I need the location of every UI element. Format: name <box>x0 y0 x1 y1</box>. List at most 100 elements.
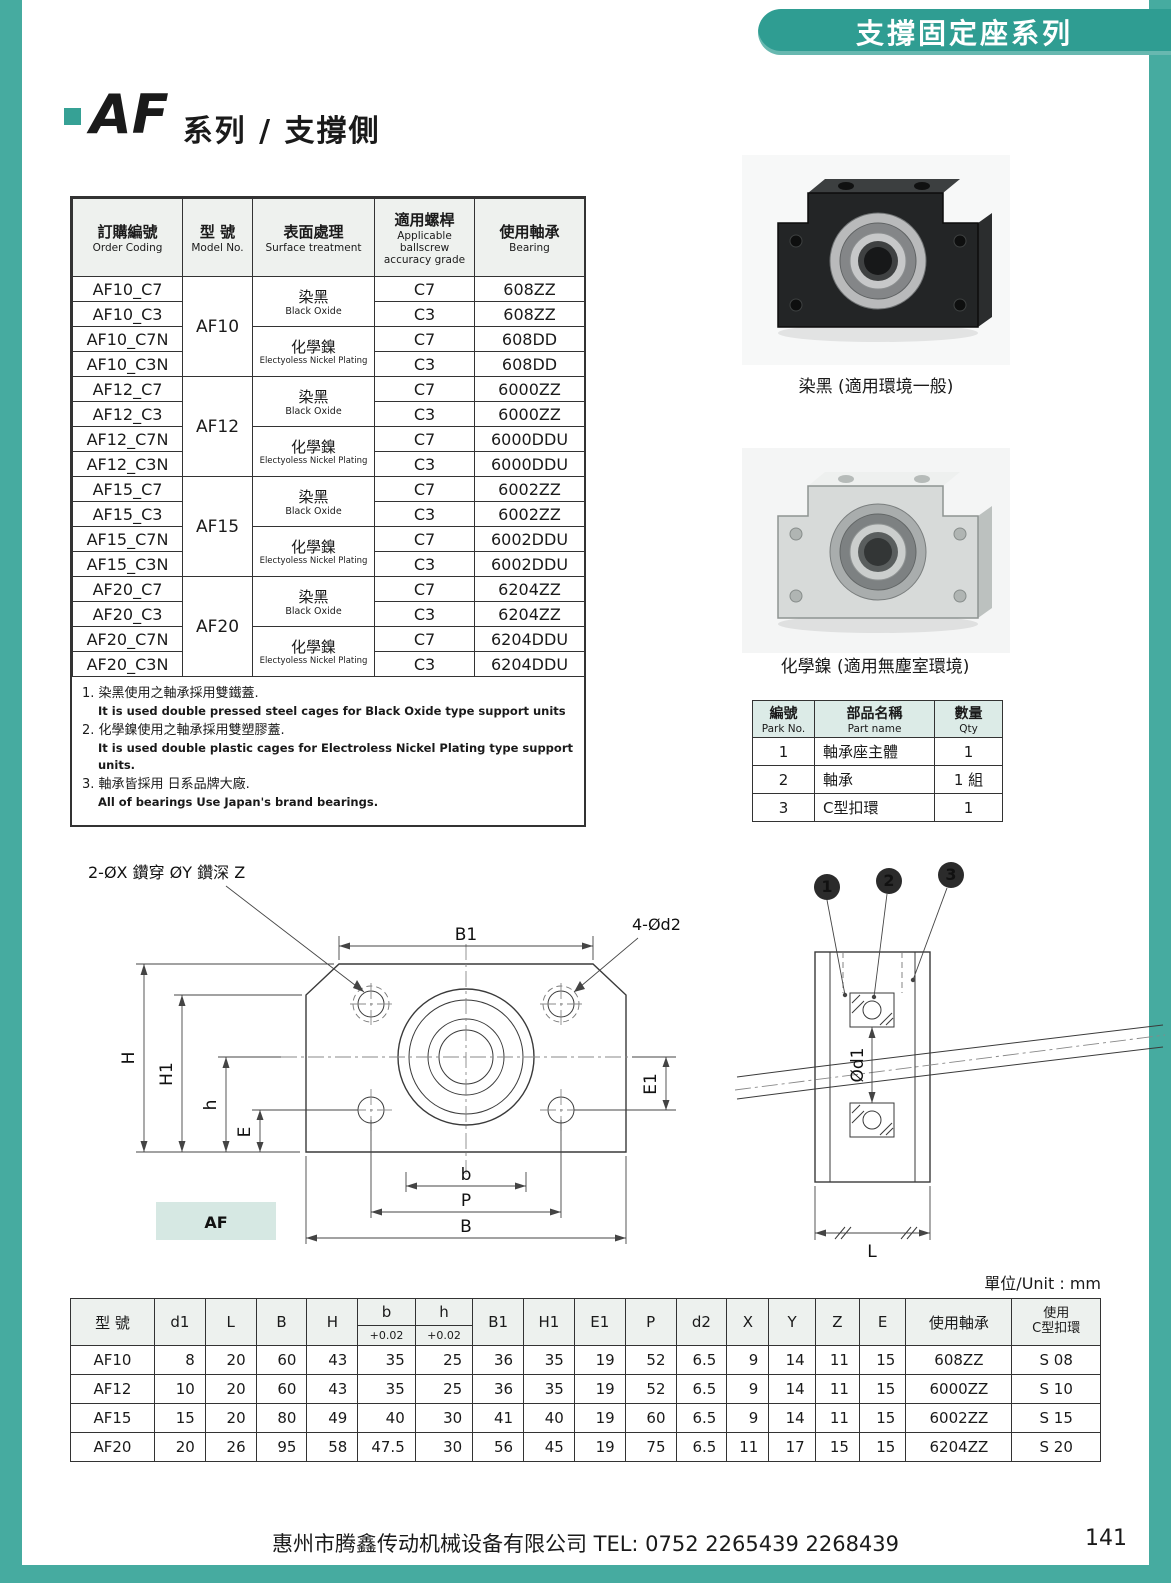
dim-p-label: P <box>461 1191 471 1211</box>
svg-text:3: 3 <box>945 865 956 884</box>
dim-value: 52 <box>624 1374 677 1404</box>
note-zh: 2. 化學鎳使用之軸承採用雙塑膠蓋. <box>82 723 285 739</box>
dim-value: 45 <box>523 1432 575 1462</box>
footer-company-line: 惠州市腾鑫传动机械设备有限公司 TEL: 0752 2265439 226843… <box>271 1532 900 1556</box>
dim-value: 6.5 <box>675 1403 728 1433</box>
bearing-cell: 6000ZZ <box>905 1374 1013 1404</box>
c-ring-cell: S 08 <box>1011 1345 1101 1375</box>
dim-value: 15 <box>153 1403 206 1433</box>
bearing: 6204DDU <box>474 651 585 677</box>
bearing-cell: 6002ZZ <box>905 1403 1013 1433</box>
table-row: AF12_C3 C3 6000ZZ <box>72 401 585 427</box>
bearing: 6000DDU <box>474 426 585 452</box>
order-code: AF15_C3 <box>72 501 183 527</box>
dim-value: 75 <box>624 1432 677 1462</box>
dim-value: 60 <box>624 1403 677 1433</box>
part-no: 2 <box>752 765 815 794</box>
order-code: AF20_C7N <box>72 626 183 652</box>
part-qty: 1 <box>934 737 1003 766</box>
order-code: AF20_C3 <box>72 601 183 627</box>
callout-2: 2 <box>871 868 902 1000</box>
grade: C3 <box>374 601 475 627</box>
dim-value: 47.5 <box>357 1432 416 1462</box>
dim-value: 14 <box>768 1345 816 1375</box>
part-name: C型扣環 <box>814 793 935 822</box>
table-row: AF12_C3N C3 6000DDU <box>72 451 585 477</box>
dim-value: 6.5 <box>675 1345 728 1375</box>
order-code: AF12_C7N <box>72 426 183 452</box>
table-row: AF20_C3 C3 6204ZZ <box>72 601 585 627</box>
side-view-drawing: Ød1 1 2 3 L <box>735 862 1165 1262</box>
table-row: AF10 8 20 60 43 35 25 36 35 19 52 6.5 9 … <box>70 1345 1101 1375</box>
col-L: L <box>204 1298 257 1346</box>
table-row: AF10_C3 C3 608ZZ <box>72 301 585 327</box>
dim-value: 10 <box>153 1374 206 1404</box>
bearing: 6000DDU <box>474 451 585 477</box>
grade: C7 <box>374 526 475 552</box>
col-B: B <box>255 1298 308 1346</box>
series-prefix: AF <box>90 83 169 146</box>
c-ring-cell: S 15 <box>1011 1403 1101 1433</box>
c-ring-cell: S 20 <box>1011 1432 1101 1462</box>
bearing: 6204ZZ <box>474 576 585 602</box>
dim-value: 20 <box>153 1432 206 1462</box>
dim-value: 30 <box>414 1403 474 1433</box>
section-title: AF 系列 / 支撐側 <box>64 88 381 150</box>
svg-text:2: 2 <box>883 871 894 890</box>
dim-value: 43 <box>306 1374 359 1404</box>
model-cell: AF10 <box>70 1345 155 1375</box>
dim-value: 15 <box>858 1345 907 1375</box>
dim-value: 14 <box>768 1374 816 1404</box>
part-qty: 1 <box>934 793 1003 822</box>
model-cell: AF20 <box>182 576 253 677</box>
dim-value: 20 <box>204 1345 257 1375</box>
table-row: AF15 15 20 80 49 40 30 41 40 19 60 6.5 9… <box>70 1403 1101 1433</box>
table-row: AF15_C3 C3 6002ZZ <box>72 501 585 527</box>
bearing-cell: 6204ZZ <box>905 1432 1013 1462</box>
col-c-ring: 使用 C型扣環 <box>1011 1298 1101 1346</box>
table-row: 2 軸承 1 組 <box>752 765 1003 794</box>
col-h: h <box>414 1298 474 1326</box>
part-name: 軸承座主體 <box>814 737 935 766</box>
dim-value: 41 <box>472 1403 525 1433</box>
col-bearing: 使用軸承 <box>905 1298 1013 1346</box>
product-photo-black-oxide <box>742 155 1010 369</box>
series-banner: 支撐固定座系列 <box>758 9 1171 55</box>
model-cell: AF12 <box>70 1374 155 1404</box>
bearing: 6000ZZ <box>474 401 585 427</box>
grade: C3 <box>374 301 475 327</box>
dim-value: 36 <box>472 1345 525 1375</box>
col-E: E <box>858 1298 907 1346</box>
order-code: AF10_C7N <box>72 326 183 352</box>
dim-h-small-label: h <box>201 1100 221 1111</box>
col-H1: H1 <box>523 1298 575 1346</box>
dim-value: 30 <box>414 1432 474 1462</box>
bearing: 608DD <box>474 326 585 352</box>
dim-value: 9 <box>726 1374 770 1404</box>
grade: C7 <box>374 576 475 602</box>
dim-value: 43 <box>306 1345 359 1375</box>
part-name: 軸承 <box>814 765 935 794</box>
dim-value: 95 <box>255 1432 308 1462</box>
note-en: It is used double plastic cages for Elec… <box>98 741 573 772</box>
callout-1: 1 <box>814 874 848 998</box>
bearing: 6000ZZ <box>474 376 585 402</box>
corner-holes-label: 4-Ød2 <box>632 915 681 934</box>
page-number: 141 <box>1085 1526 1127 1551</box>
note-zh: 1. 染黑使用之軸承採用雙鐵蓋. <box>82 686 259 701</box>
model-cell: AF15 <box>70 1403 155 1433</box>
grade: C3 <box>374 351 475 377</box>
